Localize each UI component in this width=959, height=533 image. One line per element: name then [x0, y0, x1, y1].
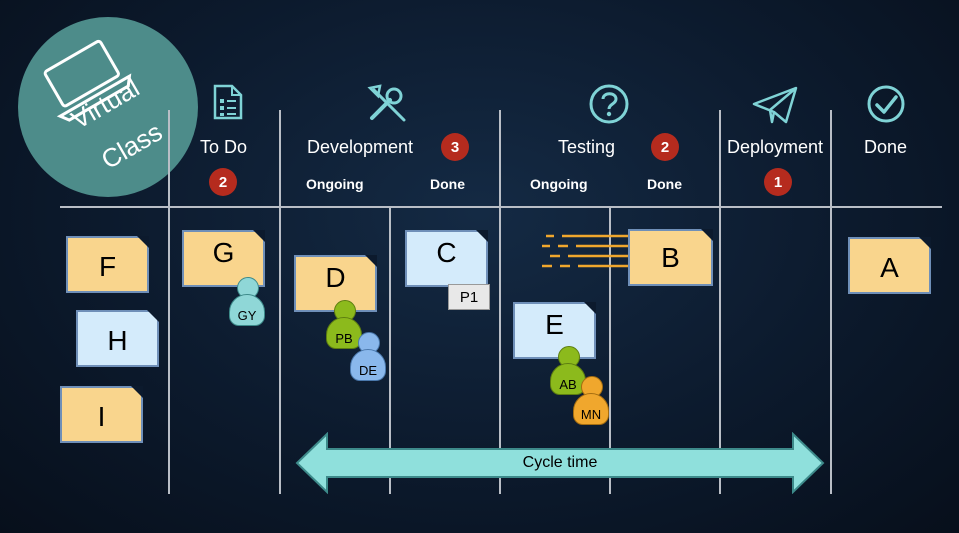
- column-divider: [499, 110, 501, 494]
- card-label: A: [880, 251, 899, 283]
- column-title-done: Done: [864, 137, 908, 157]
- column-title-development: Development: [307, 137, 414, 157]
- card-fold: [584, 302, 596, 314]
- wip-limit-development: 3: [441, 133, 469, 161]
- card-fold: [253, 230, 265, 242]
- column-divider: [168, 110, 170, 494]
- column-title-testing: Testing: [558, 137, 616, 157]
- card-f[interactable]: F: [66, 236, 149, 293]
- card-e[interactable]: E: [513, 302, 596, 359]
- card-label: F: [98, 250, 117, 282]
- subcolumn-dev-ongoing: Ongoing: [306, 176, 364, 192]
- avatar-de: DE: [350, 332, 386, 384]
- header-divider: [60, 206, 942, 208]
- card-label: D: [325, 261, 346, 293]
- avatar-gy: GY: [229, 277, 265, 329]
- laptop-icon: [43, 39, 132, 122]
- card-label: E: [545, 308, 564, 340]
- subcolumn-test-ongoing: Ongoing: [530, 176, 588, 192]
- card-fold: [147, 310, 159, 322]
- checklist-icon: [213, 84, 243, 120]
- paper-plane-icon: [752, 86, 798, 124]
- column-divider: [719, 110, 721, 494]
- virtual-class-text: Virtual Class: [18, 17, 198, 197]
- tools-icon: [367, 84, 406, 122]
- card-fold: [137, 236, 149, 248]
- card-g[interactable]: G: [182, 230, 265, 287]
- card-d[interactable]: D: [294, 255, 377, 312]
- card-h[interactable]: H: [76, 310, 159, 367]
- avatar-initials: PB: [326, 317, 362, 349]
- column-divider: [389, 208, 391, 494]
- avatar-pb: PB: [326, 300, 362, 352]
- card-a[interactable]: A: [848, 237, 931, 294]
- wip-limit-todo: 2: [209, 168, 237, 196]
- speed-lines: [542, 234, 628, 268]
- avatar-initials: MN: [573, 393, 609, 425]
- wip-limit-testing: 2: [651, 133, 679, 161]
- column-divider: [830, 110, 832, 494]
- cycle-time-arrow: [295, 432, 825, 494]
- column-title-deployment: Deployment: [727, 137, 824, 157]
- card-fold: [476, 230, 488, 242]
- avatar-mn: MN: [573, 376, 609, 428]
- card-fold: [131, 386, 143, 398]
- question-icon: [589, 84, 629, 124]
- priority-tag: P1: [448, 284, 490, 310]
- card-fold: [919, 237, 931, 249]
- column-title-todo: To Do: [200, 137, 248, 157]
- card-c[interactable]: C: [405, 230, 488, 287]
- card-label: H: [107, 324, 128, 356]
- column-divider: [279, 110, 281, 494]
- card-fold: [701, 229, 713, 241]
- check-circle-icon: [867, 85, 905, 123]
- card-label: B: [661, 241, 680, 273]
- virtual-class-line2: Class: [96, 116, 168, 175]
- cycle-time-label: Cycle time: [522, 454, 598, 471]
- card-label: I: [97, 400, 106, 432]
- wip-limit-deployment: 1: [764, 168, 792, 196]
- card-label: C: [436, 236, 457, 268]
- card-fold: [365, 255, 377, 267]
- card-i[interactable]: I: [60, 386, 143, 443]
- subcolumn-test-done: Done: [647, 176, 682, 192]
- card-b[interactable]: B: [628, 229, 713, 286]
- avatar-initials: DE: [350, 349, 386, 381]
- card-label: G: [212, 236, 235, 268]
- subcolumn-dev-done: Done: [430, 176, 465, 192]
- avatar-initials: GY: [229, 294, 265, 326]
- column-divider: [609, 208, 611, 494]
